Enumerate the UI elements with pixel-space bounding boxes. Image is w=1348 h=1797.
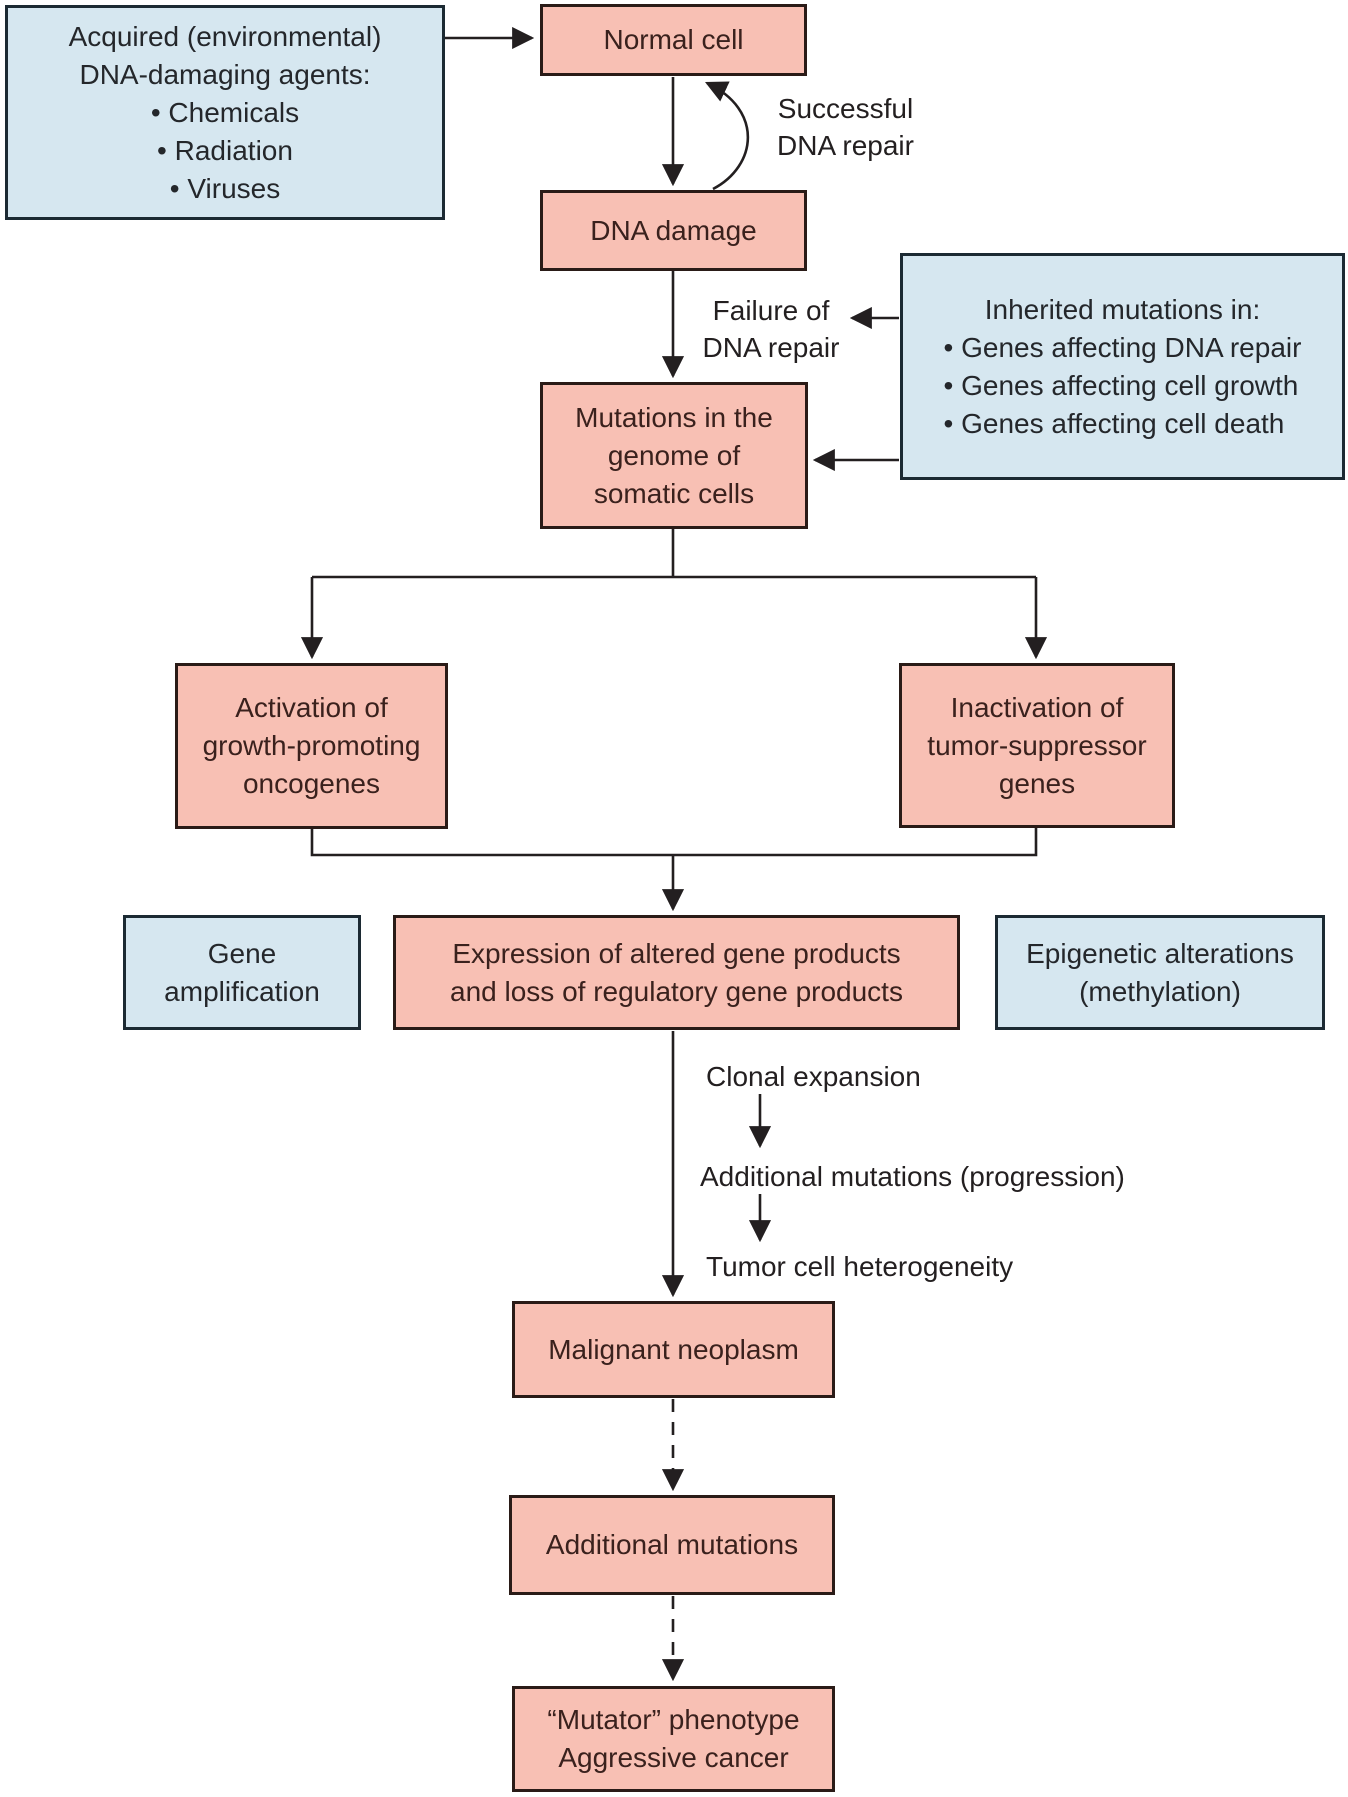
label-additional-mutations-progression: Additional mutations (progression) [700, 1161, 1125, 1192]
box-mutator-phenotype: “Mutator” phenotype Aggressive cancer [512, 1686, 835, 1792]
box-mutations-somatic-cells: Mutations in the genome of somatic cells [540, 382, 808, 529]
box-line: genome of [607, 439, 741, 471]
box-normal-cell: Normal cell [540, 4, 807, 76]
box-line: • Viruses [169, 172, 281, 204]
box-line: Acquired (environmental) [68, 20, 382, 52]
box-line: Aggressive cancer [558, 1742, 789, 1773]
label-line: DNA repair [702, 332, 840, 363]
label-line: DNA repair [777, 130, 914, 161]
bullet-list: • Genes affecting DNA repair • Genes aff… [944, 329, 1302, 443]
box-line: Gene [207, 937, 277, 969]
branch-split-lines [312, 529, 1036, 579]
box-line: somatic cells [593, 477, 755, 509]
box-activation-oncogenes: Activation of growth-promoting oncogenes [175, 663, 448, 829]
box-line: Expression of altered gene products [452, 937, 901, 969]
box-line: amplification [164, 975, 320, 1007]
bullet-item: • Genes affecting cell death [943, 407, 1285, 439]
label-successful-dna-repair: Successful DNA repair [748, 90, 943, 164]
box-line: growth-promoting [202, 730, 421, 761]
box-inherited-mutations: Inherited mutations in: • Genes affectin… [900, 253, 1345, 480]
box-epigenetic-alterations: Epigenetic alterations (methylation) [995, 915, 1325, 1030]
arrow-successful-repair-curve [705, 81, 750, 191]
box-line: tumor-suppressor [927, 729, 1147, 761]
box-acquired-dna-damaging-agents: Acquired (environmental) DNA-damaging ag… [5, 5, 445, 220]
box-line: Epigenetic alterations [1026, 937, 1294, 969]
box-expression-altered-gene-products: Expression of altered gene products and … [393, 915, 960, 1030]
box-malignant-neoplasm: Malignant neoplasm [512, 1301, 835, 1398]
box-line: Inactivation of [950, 691, 1124, 723]
box-line: Malignant neoplasm [548, 1333, 799, 1365]
box-line: DNA damage [590, 214, 757, 246]
box-line: “Mutator” phenotype [547, 1704, 800, 1735]
box-line: Activation of [235, 692, 388, 723]
box-line: DNA-damaging agents: [79, 58, 371, 90]
box-line: • Radiation [157, 134, 293, 166]
label-clonal-expansion: Clonal expansion [706, 1061, 921, 1092]
label-tumor-cell-heterogeneity: Tumor cell heterogeneity [706, 1251, 1014, 1282]
box-dna-damage: DNA damage [540, 190, 807, 271]
box-gene-amplification: Gene amplification [123, 915, 361, 1030]
box-line: (methylation) [1079, 975, 1241, 1007]
box-title: Inherited mutations in: [984, 293, 1261, 325]
bullet-item: • Genes affecting DNA repair [943, 331, 1302, 363]
box-line: genes [998, 767, 1076, 799]
label-line: Successful [777, 93, 914, 124]
box-inactivation-tumor-suppressor: Inactivation of tumor-suppressor genes [899, 663, 1175, 828]
box-line: Additional mutations [545, 1529, 799, 1560]
label-failure-dna-repair: Failure of DNA repair [690, 292, 852, 366]
bullet-item: • Genes affecting cell growth [943, 369, 1299, 401]
box-line: • Chemicals [150, 96, 300, 128]
label-line: Failure of [712, 295, 830, 326]
box-line: and loss of regulatory gene products [450, 975, 903, 1007]
branch-merge-lines [310, 828, 1038, 857]
box-additional-mutations: Additional mutations [509, 1495, 835, 1595]
box-line: Mutations in the [575, 401, 773, 433]
box-line: Normal cell [603, 24, 744, 55]
box-line: oncogenes [242, 768, 380, 799]
